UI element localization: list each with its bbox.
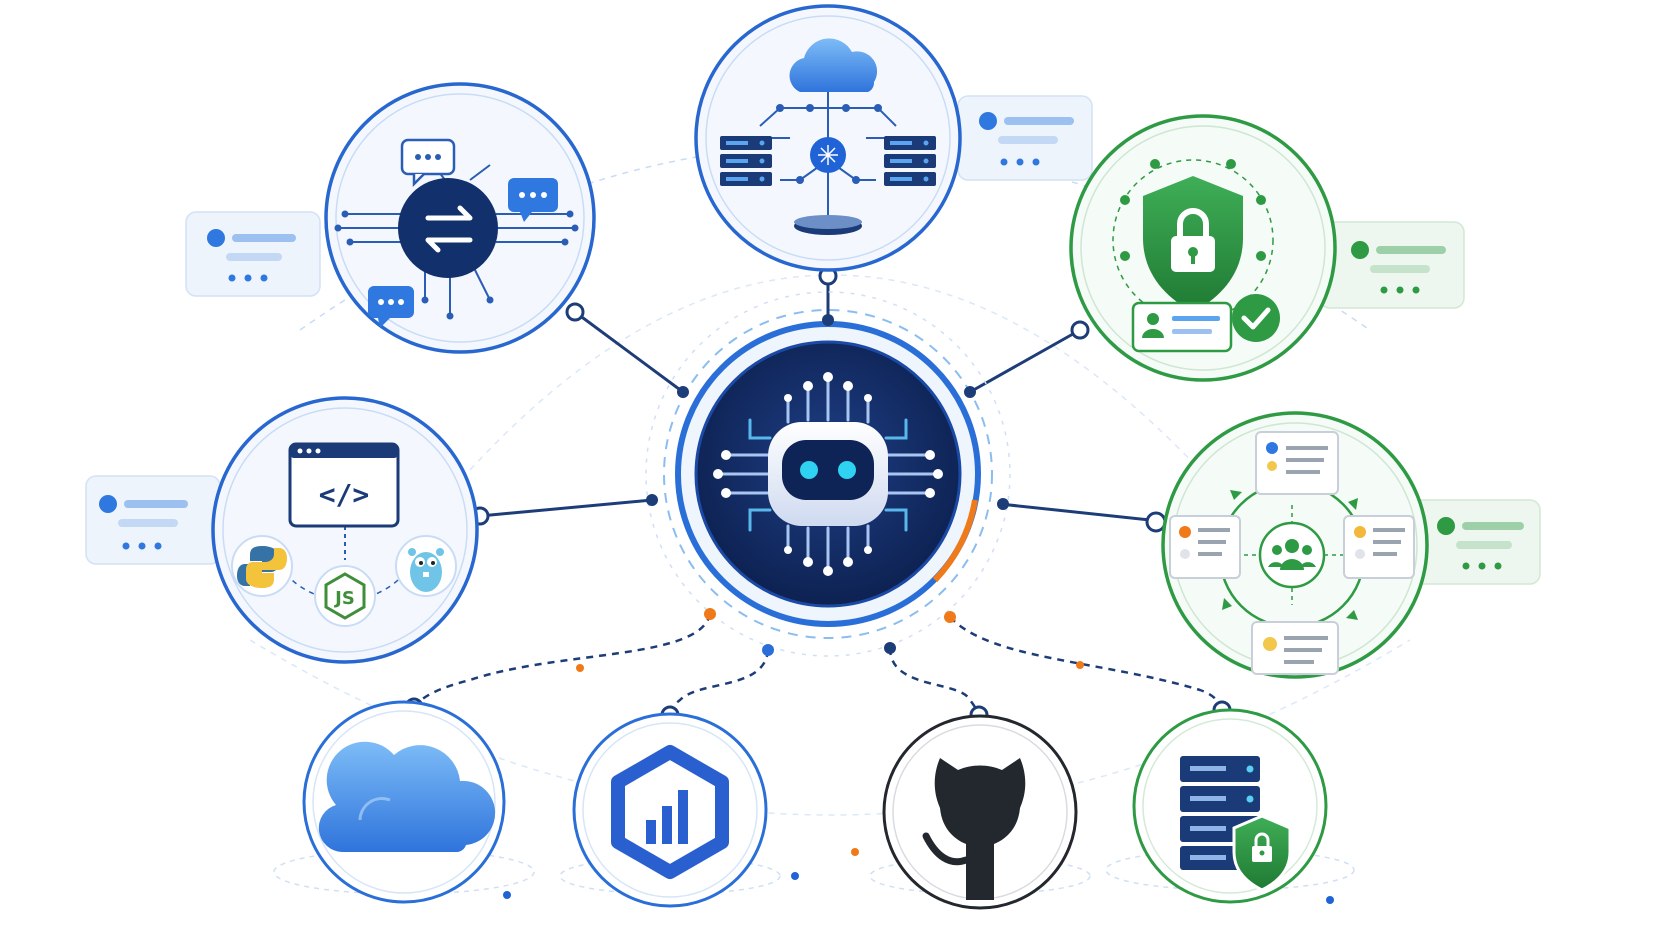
server-rack-left	[720, 136, 772, 186]
code-window-icon: </> JS	[231, 442, 457, 627]
team-cycle-icon	[1169, 431, 1415, 675]
idea-card-bottom	[1251, 621, 1339, 675]
robot-eye-left	[800, 461, 818, 479]
central-hub[interactable]	[645, 291, 1011, 657]
info-card-messaging	[185, 211, 321, 297]
cloud-server-network-icon	[720, 38, 936, 235]
node-analytics[interactable]	[559, 712, 781, 908]
message-exchange-icon	[334, 138, 579, 328]
idea-card-top	[1255, 431, 1339, 495]
bar-chart-hexagon-icon	[611, 745, 729, 879]
shield-lock-icon	[1112, 159, 1280, 353]
dashed-connectors	[413, 613, 1224, 716]
node-cloud-network[interactable]	[694, 4, 962, 272]
code-glyph: </>	[319, 478, 370, 511]
server-rack-right	[884, 136, 936, 186]
cloud-icon	[318, 741, 496, 852]
robot-chip-icon	[718, 378, 938, 570]
info-card-security	[1319, 221, 1465, 309]
node-code[interactable]: </> JS	[211, 396, 479, 664]
chip-pins	[713, 372, 943, 576]
node-github[interactable]	[869, 714, 1091, 910]
node-collaboration[interactable]	[1161, 411, 1429, 679]
node-security[interactable]	[1069, 114, 1337, 382]
svg-text:JS: JS	[333, 588, 355, 609]
idea-card-right	[1343, 515, 1415, 579]
hub-connectors	[479, 276, 1151, 522]
robot-face	[782, 440, 874, 500]
hub-port-dots	[646, 314, 1009, 656]
robot-eye-right	[838, 461, 856, 479]
python-icon	[231, 535, 293, 597]
hub-status-arc	[932, 499, 978, 583]
info-card-code	[85, 475, 221, 565]
node-secure-server[interactable]	[1105, 708, 1355, 904]
go-gopher-icon	[395, 535, 457, 597]
server-lock-icon	[1180, 756, 1292, 892]
node-cloud[interactable]	[273, 700, 535, 904]
node-messaging[interactable]	[324, 82, 596, 354]
idea-card-left	[1169, 515, 1241, 579]
info-card-cloud-network	[957, 95, 1093, 181]
info-card-collaboration	[1405, 499, 1541, 585]
nodejs-icon: JS	[314, 565, 376, 627]
github-octocat-icon	[922, 758, 1026, 900]
connector-accent-dots	[503, 661, 1334, 904]
